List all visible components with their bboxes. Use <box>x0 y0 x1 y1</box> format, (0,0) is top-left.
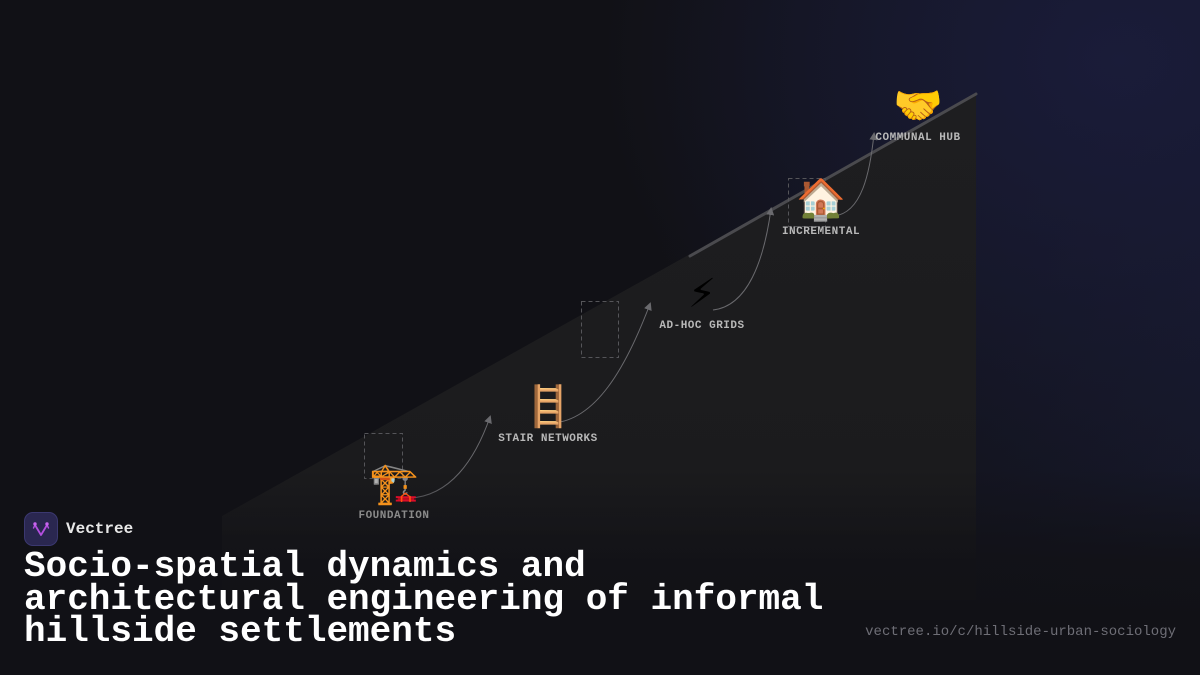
page-title: Socio-spatial dynamics and architectural… <box>24 546 824 652</box>
bottom-fade-overlay <box>0 470 1200 675</box>
stage-foundation: 🏗️ FOUNDATION <box>349 462 439 522</box>
stage-label: AD-HOC GRIDS <box>659 320 745 332</box>
brand-name: Vectree <box>66 520 134 538</box>
connector-arrow <box>552 302 652 424</box>
stage-stair-networks: 🪜 STAIR NETWORKS <box>493 385 603 445</box>
stage-communal-hub: 🤝 COMMUNAL HUB <box>868 84 968 144</box>
stage-ad-hoc-grids: ⚡ AD-HOC GRIDS <box>652 272 752 332</box>
empty-plot-outline <box>581 301 619 358</box>
source-url[interactable]: vectree.io/c/hillside-urban-sociology <box>865 624 1176 640</box>
connector-arrow <box>833 132 878 217</box>
stage-label: INCREMENTAL <box>781 226 861 238</box>
house-icon: 🏠 <box>796 177 846 223</box>
ladder-icon: 🪜 <box>523 384 573 430</box>
vectree-logo-icon <box>24 512 58 546</box>
construction-crane-icon: 🏗️ <box>369 461 419 507</box>
brand: Vectree <box>24 512 133 546</box>
connector-arrow <box>712 207 775 311</box>
stage-label: FOUNDATION <box>358 510 430 522</box>
stage-incremental: 🏠 INCREMENTAL <box>771 178 871 238</box>
stage-label: STAIR NETWORKS <box>498 433 598 445</box>
lightning-bolt-icon: ⚡ <box>687 271 717 317</box>
stage-label: COMMUNAL HUB <box>875 132 961 144</box>
handshake-icon: 🤝 <box>893 83 943 129</box>
ridge-line <box>688 92 978 258</box>
